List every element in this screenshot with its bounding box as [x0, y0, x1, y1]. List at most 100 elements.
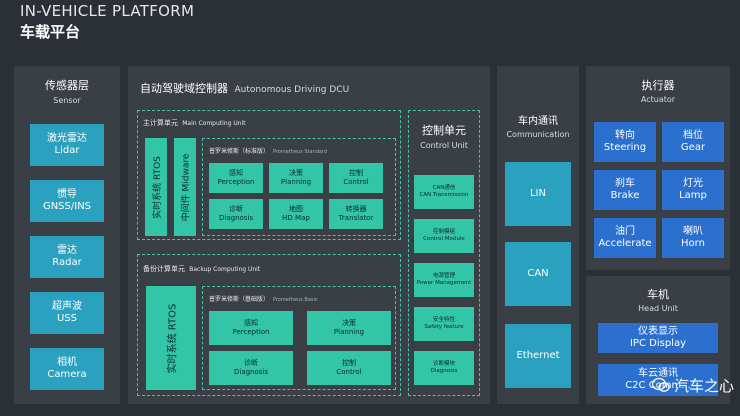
sensor-item-cn: 雷达 [57, 245, 77, 256]
sensor-title: 传感器层 [45, 79, 89, 92]
actuator-item-cn: 档位 [683, 130, 703, 141]
backup-cell-cn: 控制 [342, 359, 356, 367]
sensor-item-en: Camera [47, 369, 87, 380]
control-item-en: Control Module [423, 236, 465, 242]
main-cell-cn: 转换器 [345, 205, 367, 213]
actuator-item-en: Brake [610, 190, 640, 201]
sensor-item-en: Radar [52, 257, 82, 268]
backup-cell-cn: 决策 [342, 319, 356, 327]
head-unit-item-en: IPC Display [629, 338, 686, 349]
comm-item: LIN [505, 162, 571, 226]
backup-cell-en: Perception [232, 328, 270, 336]
platform-title-cn: 车载平台 [20, 23, 81, 41]
control-item-cn: 电源管理 [432, 273, 455, 279]
main-cell-cn: 诊断 [229, 205, 243, 213]
control-item-en: CAN Transmission [419, 192, 469, 198]
control-item-cn: 控制模组 [432, 229, 455, 235]
control-item-cn: 诊断模块 [432, 361, 455, 367]
sensor-item-cn: 相机 [57, 357, 77, 368]
backup-computing-unit: 备份计算单元 Backup Computing Unit 实时系统 RTOS 普… [137, 254, 401, 396]
prometheus-standard-en: Prometheus Standard [272, 149, 328, 155]
dcu-title-cn: 自动驾驶域控制器 [140, 82, 228, 95]
sensor-item-en: USS [56, 313, 77, 324]
platform-title-en: IN-VEHICLE PLATFORM [20, 2, 195, 20]
control-unit-title: 控制单元 [422, 124, 466, 137]
backup-rtos-box: 实时系统 RTOS [146, 286, 196, 390]
sensor-subtitle: Sensor [53, 96, 81, 105]
sensor-item-cn: 超声波 [52, 301, 82, 312]
backup-cell-en: Diagnosis [233, 368, 269, 376]
prometheus-standard-cn: 普罗米修斯（标准版） [209, 148, 270, 155]
actuator-title: 执行器 [641, 79, 675, 92]
head-unit-item-en: C2C Comm... [625, 380, 691, 391]
sensor-item-cn: 惯导 [57, 189, 77, 200]
backup-cell-cn: 感知 [244, 319, 258, 327]
communication-subtitle: Communication [506, 130, 570, 139]
control-item-cn: 安全特性 [432, 317, 455, 323]
control-item-en: Safety feature [424, 324, 464, 330]
actuator-item-en: Horn [681, 238, 705, 249]
head-unit-subtitle: Head Unit [638, 304, 678, 313]
backup-cell-cn: 诊断 [244, 359, 258, 367]
dcu-panel: 自动驾驶域控制器 Autonomous Driving DCU 主计算单元 Ma… [128, 66, 490, 404]
backup-cell-en: Control [336, 368, 362, 376]
prometheus-standard-header: 普罗米修斯（标准版） Prometheus Standard [209, 146, 327, 155]
backup-unit-header-cn: 备份计算单元 [143, 265, 185, 273]
control-item-en: Diagnosis [430, 368, 458, 374]
actuator-item-cn: 转向 [615, 130, 635, 141]
comm-item: CAN [505, 242, 571, 306]
actuator-item-cn: 油门 [615, 226, 635, 237]
dcu-title-en: Autonomous Driving DCU [234, 85, 350, 95]
comm-item: Ethernet [505, 324, 571, 388]
main-cell-en: Translator [338, 214, 374, 222]
actuator-item-en: Gear [680, 142, 706, 153]
main-rtos-box: 实时系统 RTOS [145, 138, 167, 236]
main-rtos-label: 实时系统 RTOS [152, 155, 163, 219]
main-cell-en: Diagnosis [218, 214, 254, 222]
main-cell-en: HD Map [282, 214, 310, 222]
main-unit-header-cn: 主计算单元 [143, 119, 178, 127]
control-item-en: Power Management [416, 280, 472, 286]
backup-unit-header: 备份计算单元 Backup Computing Unit [143, 264, 260, 274]
backup-cell-en: Planning [333, 328, 365, 336]
prometheus-basic-en: Prometheus Basic [272, 297, 318, 303]
backup-unit-header-en: Backup Computing Unit [189, 266, 261, 273]
watermark: 汽车之心 [630, 372, 734, 398]
main-computing-unit: 主计算单元 Main Computing Unit 实时系统 RTOS 中间件 … [137, 110, 401, 240]
head-unit-title: 车机 [647, 288, 669, 301]
main-unit-header-en: Main Computing Unit [182, 120, 246, 127]
communication-panel: 车内通讯 Communication LIN CAN Ethernet [497, 66, 579, 404]
dcu-title: 自动驾驶域控制器 Autonomous Driving DCU [140, 80, 349, 96]
main-cell-cn: 决策 [289, 169, 303, 177]
main-cell-cn: 地图 [289, 205, 303, 213]
main-cell-cn: 控制 [349, 169, 363, 177]
communication-title: 车内通讯 [518, 116, 558, 127]
